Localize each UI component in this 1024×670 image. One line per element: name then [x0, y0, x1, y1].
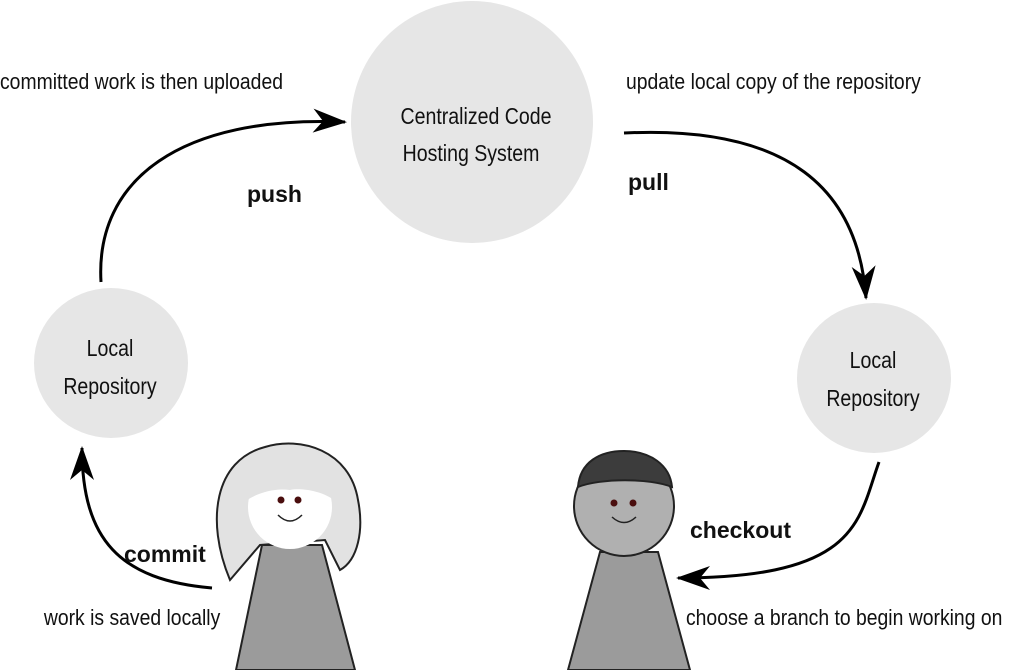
checkout-arrow [676, 461, 881, 590]
push-label: push [247, 181, 302, 207]
checkout-label: checkout [690, 517, 791, 543]
pull-arrow [623, 130, 876, 300]
local-repository-right-label-line1: Local [850, 348, 897, 374]
central-hosting-circle [351, 1, 593, 243]
commit-label: commit [124, 541, 206, 567]
local-repository-left-label-line1: Local [87, 336, 134, 362]
pull-description: update local copy of the repository [626, 70, 921, 94]
local-repository-right-node: Local Repository [797, 303, 951, 453]
local-repository-left-node: Local Repository [34, 288, 188, 438]
local-repository-right-label-line2: Repository [826, 386, 920, 412]
right-person-eye-right [629, 499, 637, 507]
left-person-eye-left [277, 496, 285, 504]
local-repository-left-label-line2: Repository [63, 374, 157, 400]
pull-label: pull [628, 169, 669, 195]
commit-description: work is saved locally [43, 606, 221, 630]
checkout-description: choose a branch to begin working on [686, 606, 1002, 630]
central-hosting-node: Centralized Code Hosting System [351, 1, 593, 243]
left-person-smile [277, 514, 303, 522]
central-hosting-label-line1: Centralized Code [401, 104, 552, 130]
local-repository-right-circle [797, 303, 951, 453]
right-person-body [566, 551, 692, 670]
right-person-eye-left [610, 499, 618, 507]
commit-arrow [70, 446, 213, 590]
right-person-smile [611, 516, 637, 524]
local-repository-left-circle [34, 288, 188, 438]
push-description: committed work is then uploaded [0, 70, 283, 94]
person-short-hair-icon [566, 449, 692, 670]
right-person-hair [576, 449, 674, 489]
central-hosting-label-line2: Hosting System [403, 141, 540, 167]
left-person-eye-right [294, 496, 302, 504]
push-arrow [99, 108, 347, 283]
person-long-hair-icon [215, 442, 362, 670]
left-person-fringe [247, 455, 334, 500]
